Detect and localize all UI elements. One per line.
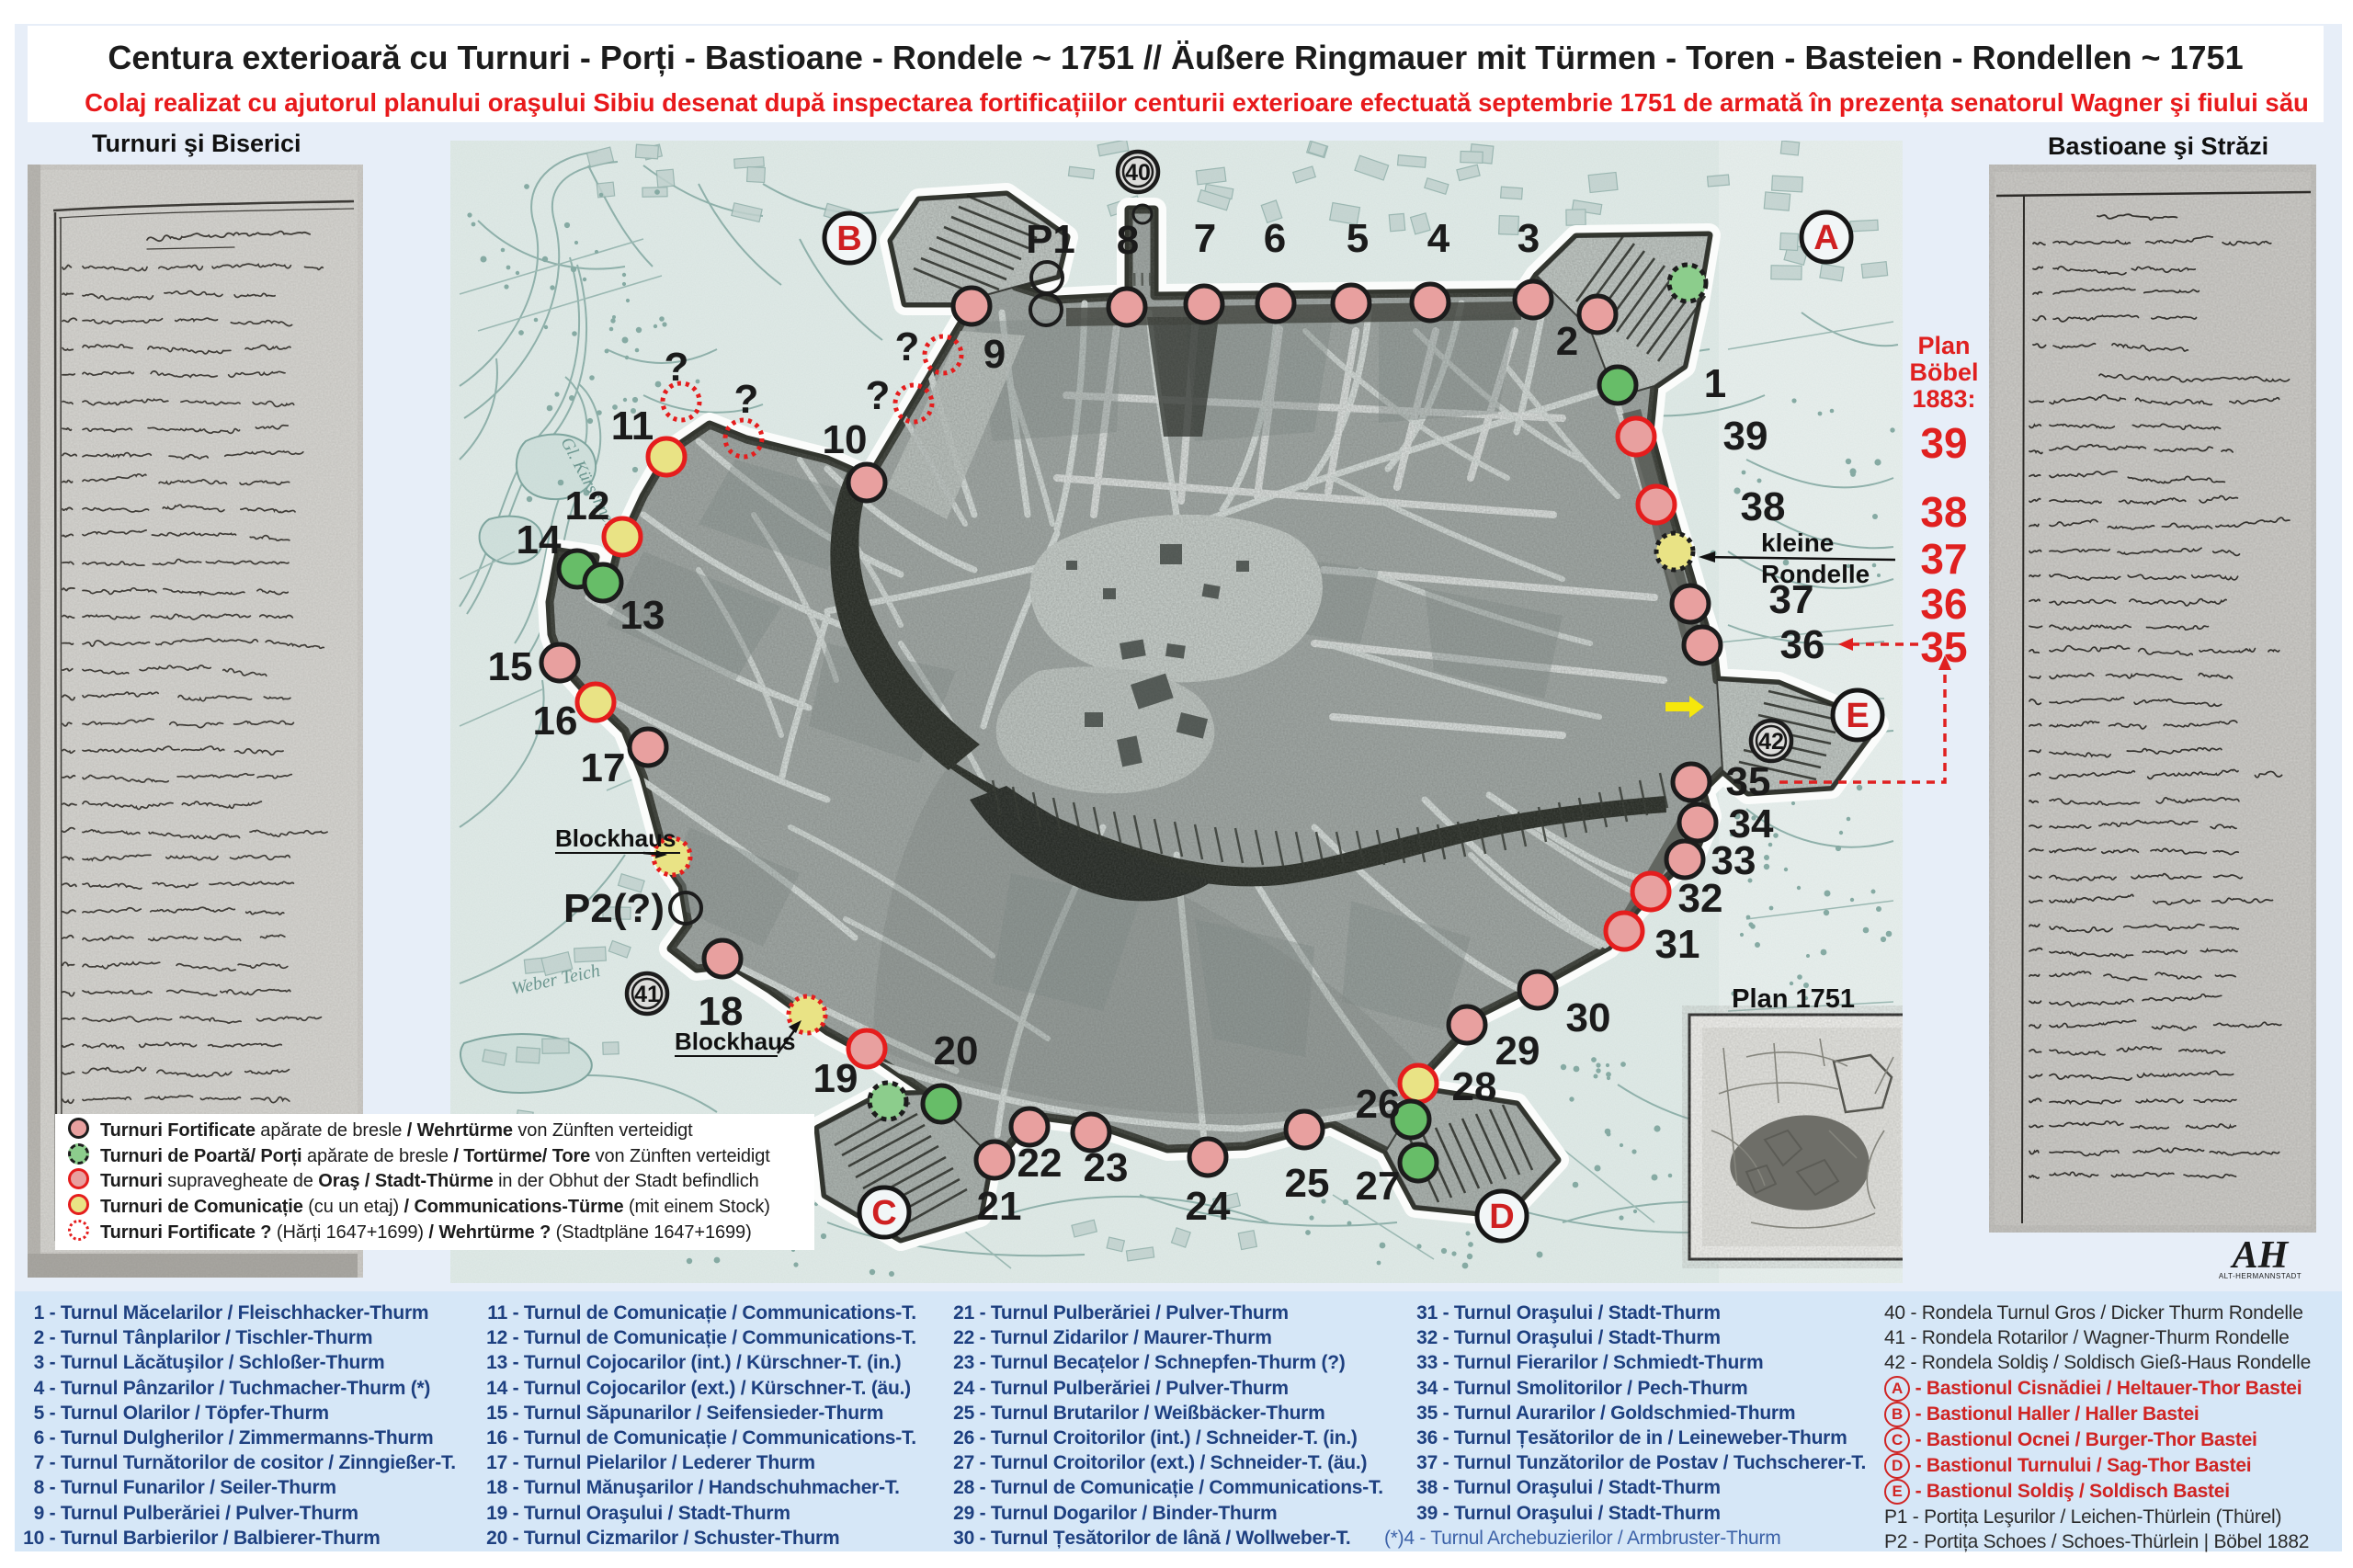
svg-text:?: ? [895,324,920,369]
svg-text:36: 36 [1780,622,1825,667]
svg-text:41: 41 [634,982,660,1007]
svg-text:17: 17 [581,745,626,790]
svg-text:35: 35 [1726,759,1771,804]
svg-text:kleine: kleine [1761,528,1834,557]
svg-text:14: 14 [517,517,562,562]
svg-text:34: 34 [1729,801,1774,846]
svg-text:E: E [1846,697,1869,735]
svg-text:Rondelle: Rondelle [1761,560,1870,588]
svg-text:16: 16 [533,699,578,744]
svg-text:39: 39 [1723,414,1768,459]
svg-text:5: 5 [1347,216,1369,261]
svg-text:15: 15 [488,644,533,689]
svg-text:18: 18 [699,989,744,1034]
svg-text:A: A [1813,219,1838,257]
svg-text:2: 2 [1556,319,1578,364]
svg-text:37: 37 [1769,577,1814,622]
svg-text:25: 25 [1285,1161,1330,1206]
svg-text:8: 8 [1117,218,1139,263]
svg-text:38: 38 [1741,484,1786,529]
svg-text:20: 20 [934,1028,979,1074]
svg-text:19: 19 [813,1056,858,1101]
svg-text:30: 30 [1566,995,1611,1040]
svg-text:6: 6 [1264,216,1286,261]
svg-text:1: 1 [1704,361,1726,406]
svg-text:13: 13 [620,593,665,638]
svg-text:22: 22 [1017,1141,1063,1186]
svg-text:B: B [836,220,861,258]
svg-text:42: 42 [1758,729,1784,755]
svg-text:33: 33 [1711,838,1756,883]
svg-text:10: 10 [823,417,868,462]
svg-text:3: 3 [1518,216,1540,261]
svg-text:40: 40 [1125,160,1151,186]
svg-text:Blockhaus: Blockhaus [555,824,676,852]
svg-text:?: ? [866,373,891,418]
svg-text:23: 23 [1084,1145,1129,1190]
svg-text:29: 29 [1495,1028,1540,1074]
svg-text:?: ? [665,345,689,390]
svg-text:31: 31 [1655,922,1700,967]
svg-text:32: 32 [1678,876,1723,921]
svg-text:11: 11 [611,403,654,449]
svg-text:Plan 1751: Plan 1751 [1732,984,1855,1014]
svg-text:Blockhaus: Blockhaus [675,1028,796,1055]
svg-text:28: 28 [1452,1064,1497,1109]
svg-text:21: 21 [977,1184,1022,1229]
svg-text:4: 4 [1427,216,1450,261]
svg-text:26: 26 [1356,1082,1401,1127]
svg-text:7: 7 [1194,216,1216,261]
svg-text:C: C [871,1194,896,1233]
svg-text:9: 9 [983,332,1006,377]
svg-text:27: 27 [1356,1164,1401,1209]
svg-text:P1: P1 [1026,217,1075,262]
svg-text:P2(?): P2(?) [563,886,665,931]
svg-text:12: 12 [565,483,610,528]
svg-text:D: D [1489,1198,1514,1236]
svg-text:24: 24 [1186,1184,1231,1229]
svg-text:?: ? [734,377,759,422]
